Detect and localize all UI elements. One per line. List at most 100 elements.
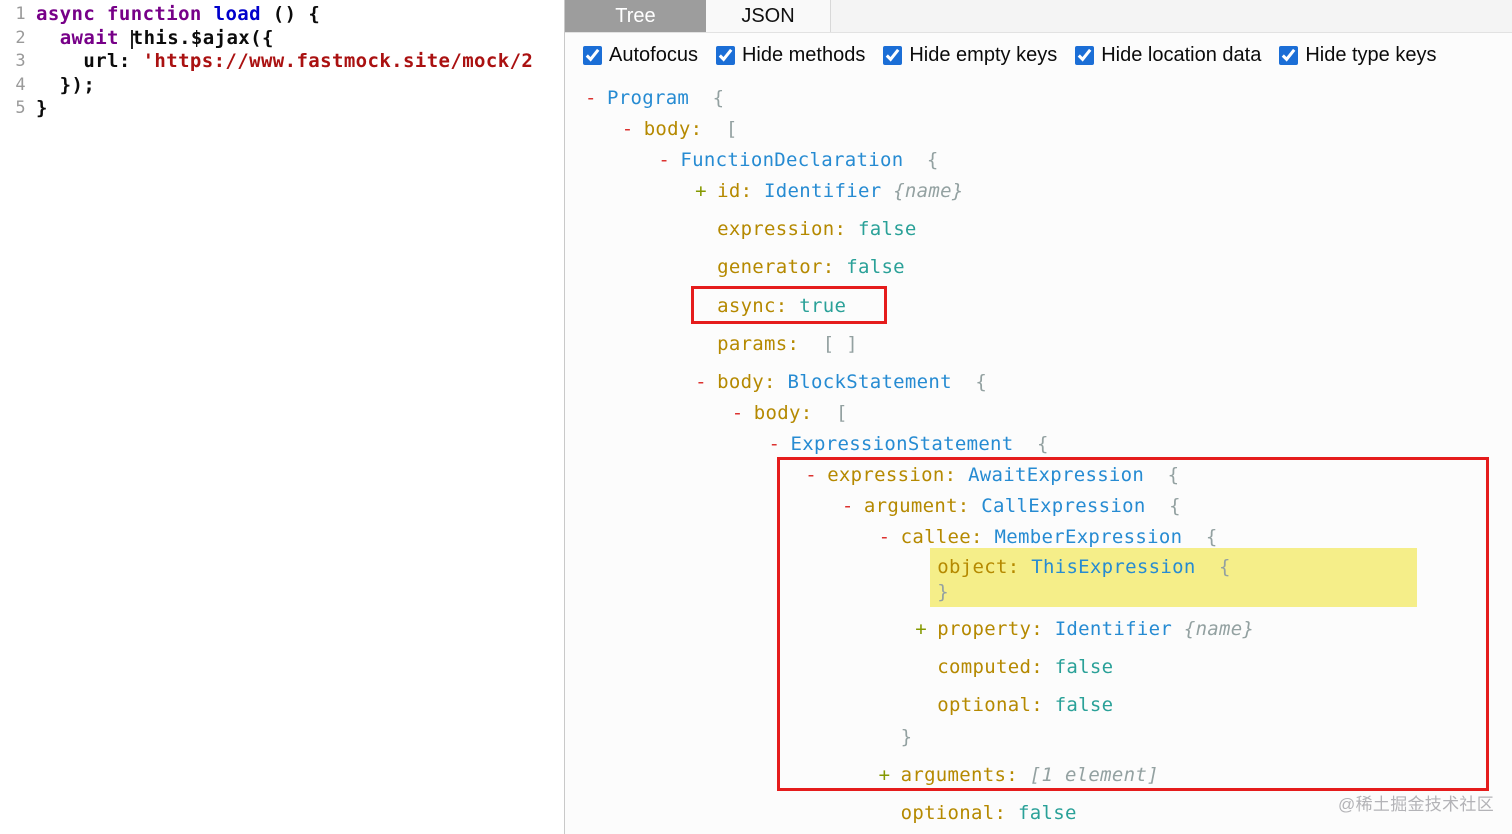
- ast-key: body:: [643, 118, 703, 140]
- ast-punct: }: [937, 581, 950, 603]
- option-label: Hide type keys: [1305, 44, 1437, 66]
- tree-node-row[interactable]: +arguments: [1 element]: [565, 762, 1512, 788]
- ast-key: computed:: [937, 656, 1043, 678]
- ast-key: object:: [937, 556, 1020, 578]
- tree-node-row[interactable]: -body: BlockStatement {: [565, 369, 1512, 395]
- collapse-toggle[interactable]: -: [878, 526, 891, 548]
- collapse-toggle[interactable]: -: [658, 149, 671, 171]
- collapse-toggle[interactable]: -: [585, 87, 597, 109]
- option-hide-type-keys[interactable]: Hide type keys: [1279, 44, 1436, 67]
- ast-punct: [ ]: [799, 333, 858, 355]
- collapse-toggle[interactable]: -: [841, 495, 854, 517]
- tree-node-row[interactable]: optional: false: [565, 692, 1512, 718]
- tab-bar: Tree JSON: [565, 0, 1512, 33]
- option-label: Hide methods: [741, 44, 866, 66]
- option-label: Hide location data: [1101, 44, 1262, 66]
- tree-node-row[interactable]: optional: false: [565, 800, 1512, 826]
- ast-punct: }: [900, 726, 913, 748]
- collapse-toggle[interactable]: -: [731, 402, 744, 424]
- ast-key: expression:: [717, 218, 847, 240]
- tree-node-row[interactable]: -argument: CallExpression {: [565, 493, 1512, 519]
- tree-node-row[interactable]: }: [565, 579, 1512, 605]
- code-line[interactable]: 3 url: 'https://www.fastmock.site/mock/2: [0, 50, 564, 74]
- hide-empty-keys-checkbox[interactable]: [883, 46, 903, 65]
- code-line[interactable]: 5}: [0, 97, 564, 121]
- ast-value: false: [1006, 802, 1077, 824]
- tree-node-row[interactable]: computed: false: [565, 654, 1512, 680]
- code-token: function: [107, 3, 202, 25]
- tree-node-row[interactable]: -expression: AwaitExpression {: [565, 462, 1512, 488]
- code-line[interactable]: 2 await this.$ajax({: [0, 27, 564, 51]
- code-token: async: [36, 3, 96, 25]
- expand-toggle[interactable]: +: [695, 180, 707, 202]
- tab-json[interactable]: JSON: [706, 0, 831, 32]
- tree-node-row[interactable]: -Program {: [565, 85, 1512, 111]
- thisexpression-highlight: [930, 548, 1417, 607]
- code-token: [95, 3, 107, 25]
- ast-node: ThisExpression: [1019, 556, 1196, 578]
- tab-tree[interactable]: Tree: [565, 0, 706, 32]
- expand-toggle[interactable]: +: [878, 764, 891, 786]
- hide-location-data-checkbox[interactable]: [1075, 46, 1095, 65]
- option-hide-methods[interactable]: Hide methods: [715, 44, 866, 67]
- text-cursor: [130, 29, 133, 49]
- ast-node: AwaitExpression: [956, 464, 1145, 486]
- expand-toggle[interactable]: +: [915, 618, 928, 640]
- code-line[interactable]: 4 });: [0, 74, 564, 98]
- tree-node-row[interactable]: expression: false: [565, 216, 1512, 242]
- collapse-toggle[interactable]: -: [621, 118, 634, 140]
- autofocus-checkbox[interactable]: [583, 46, 602, 65]
- tree-node-row[interactable]: +property: Identifier {name}: [565, 616, 1512, 642]
- code-text: url: 'https://www.fastmock.site/mock/2: [36, 50, 533, 74]
- tree-node-row[interactable]: params: [ ]: [565, 331, 1512, 357]
- ast-meta: {name}: [881, 180, 964, 202]
- code-token: url:: [36, 50, 143, 72]
- tree-node-row[interactable]: -FunctionDeclaration {: [565, 147, 1512, 173]
- ast-meta: [1 element]: [1017, 764, 1159, 786]
- ast-punct: {: [1182, 526, 1218, 548]
- tree-node-row[interactable]: -body: [: [565, 400, 1512, 426]
- ast-key: optional:: [937, 694, 1043, 716]
- ast-punct: {: [951, 371, 988, 393]
- collapse-toggle[interactable]: -: [695, 371, 707, 393]
- ast-value: false: [834, 256, 905, 278]
- option-hide-empty-keys[interactable]: Hide empty keys: [883, 44, 1057, 67]
- tree-node-row[interactable]: generator: false: [565, 254, 1512, 280]
- option-autofocus[interactable]: Autofocus: [583, 44, 698, 67]
- ast-value: false: [1042, 656, 1114, 678]
- ast-node: BlockStatement: [775, 371, 952, 393]
- ast-punct: {: [1013, 433, 1049, 455]
- hide-methods-checkbox[interactable]: [715, 46, 735, 65]
- hide-type-keys-checkbox[interactable]: [1279, 46, 1299, 65]
- ast-key: body:: [753, 402, 813, 424]
- ast-key: async:: [717, 295, 788, 317]
- line-number: 4: [15, 74, 26, 95]
- option-hide-location-data[interactable]: Hide location data: [1075, 44, 1261, 67]
- tree-node-row[interactable]: -ExpressionStatement {: [565, 431, 1512, 457]
- code-token: [202, 3, 214, 25]
- tree-node-row[interactable]: }: [565, 724, 1512, 750]
- code-token: this.$ajax({: [131, 26, 274, 49]
- ast-key: property:: [937, 618, 1043, 640]
- tree-node-row[interactable]: -callee: MemberExpression {: [565, 524, 1512, 550]
- line-number: 2: [15, 27, 26, 48]
- line-number: 5: [15, 98, 26, 118]
- ast-key: callee:: [900, 526, 983, 548]
- line-number: 1: [15, 4, 26, 24]
- ast-punct: {: [1195, 556, 1231, 578]
- tree-node-row[interactable]: -body: [: [565, 116, 1512, 142]
- ast-node: FunctionDeclaration: [680, 149, 904, 171]
- tree-options: Autofocus Hide methods Hide empty keys H…: [565, 33, 1512, 78]
- tree-node-row[interactable]: +id: Identifier {name}: [565, 178, 1512, 204]
- code-token: load: [213, 3, 261, 25]
- tree-node-row[interactable]: object: ThisExpression {: [565, 554, 1512, 580]
- ast-node: Program: [607, 87, 690, 109]
- tree-node-row[interactable]: async: true: [565, 293, 1512, 319]
- collapse-toggle[interactable]: -: [768, 433, 781, 455]
- ast-node: Identifier: [752, 180, 882, 202]
- collapse-toggle[interactable]: -: [805, 464, 817, 486]
